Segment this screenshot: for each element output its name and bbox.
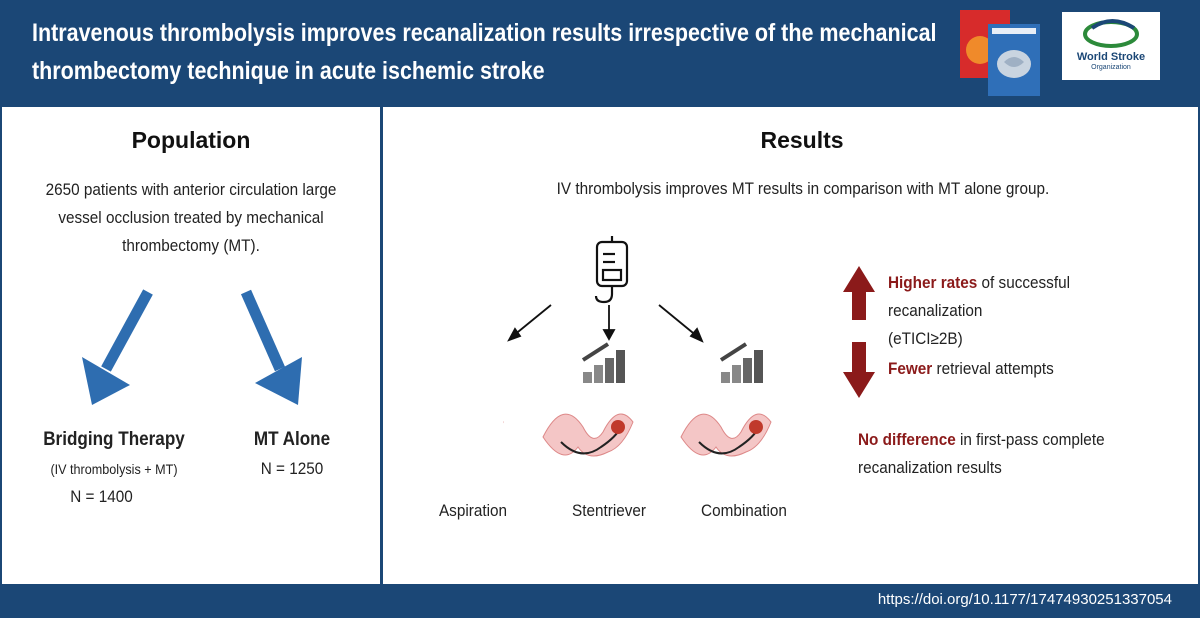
technique-label: Combination bbox=[701, 501, 787, 520]
finding-text: retrieval attempts bbox=[932, 359, 1054, 378]
technique-label: Aspiration bbox=[438, 501, 508, 520]
iv-bag-icon bbox=[594, 236, 629, 304]
population-heading: Population bbox=[131, 127, 251, 153]
group-mt-alone-name: MT Alone bbox=[253, 429, 331, 450]
page-title: Intravenous thrombolysis improves recana… bbox=[32, 14, 937, 90]
finding-emphasis: Fewer bbox=[888, 359, 933, 378]
arrow-right-shaft bbox=[240, 289, 286, 372]
finding-no-difference: No difference in first-pass complete rec… bbox=[858, 426, 1146, 482]
finding-text: recanalization results bbox=[858, 458, 1002, 477]
trend-arrows bbox=[843, 266, 875, 398]
down-arrow-icon bbox=[843, 342, 875, 398]
header-banner: Intravenous thrombolysis improves recana… bbox=[0, 0, 1200, 107]
title-line-2: thrombectomy technique in acute ischemic… bbox=[32, 57, 545, 85]
techniques-diagram bbox=[503, 236, 772, 457]
group-bridging-detail: (IV thrombolysis + MT) bbox=[50, 461, 178, 477]
bar-chart-icon bbox=[581, 342, 625, 383]
population-panel: Population 2650 patients with anterior c… bbox=[2, 107, 380, 584]
results-heading: Results bbox=[760, 127, 844, 153]
technique-label: Stentriever bbox=[572, 501, 646, 520]
wso-logo-subtext: Organization bbox=[1091, 64, 1131, 71]
wso-swirl-icon bbox=[1083, 19, 1139, 48]
branch-arrow-right-head bbox=[689, 327, 704, 343]
title-line-1: Intravenous thrombolysis improves recana… bbox=[32, 19, 937, 47]
group-bridging-n: N = 1400 bbox=[70, 487, 133, 506]
branch-arrow-left bbox=[512, 304, 552, 337]
finding-emphasis: Higher rates bbox=[888, 273, 978, 292]
population-desc-line: vessel occlusion treated by mechanical bbox=[58, 208, 324, 227]
results-panel: Results IV thrombolysis improves MT resu… bbox=[383, 107, 1198, 584]
finding-emphasis: No difference bbox=[858, 430, 956, 449]
finding-text: (eTICI≥2B) bbox=[888, 329, 963, 348]
panel-divider bbox=[380, 107, 383, 584]
population-desc-line: 2650 patients with anterior circulation … bbox=[45, 180, 337, 199]
arrow-right-head bbox=[255, 357, 302, 405]
population-description: 2650 patients with anterior circulation … bbox=[21, 176, 361, 260]
group-bridging-name: Bridging Therapy bbox=[43, 429, 185, 450]
results-summary: IV thrombolysis improves MT results in c… bbox=[556, 179, 1050, 198]
branch-arrow-left-head bbox=[507, 327, 522, 342]
finding-higher-rates: Higher rates of successful recanalizatio… bbox=[888, 269, 1158, 353]
doi-link[interactable]: https://doi.org/10.1177/1747493025133705… bbox=[877, 591, 1172, 608]
vessel-stentriever-icon bbox=[542, 413, 634, 457]
bar-chart-icon bbox=[719, 342, 763, 383]
journal-covers-image bbox=[960, 10, 1040, 96]
branch-arrow-right bbox=[658, 304, 699, 338]
finding-fewer-attempts: Fewer retrieval attempts bbox=[888, 355, 1158, 383]
split-arrows bbox=[82, 289, 302, 405]
population-desc-line: thrombectomy (MT). bbox=[122, 236, 260, 255]
finding-text: of successful recanalization bbox=[888, 273, 1070, 320]
arrow-left-shaft bbox=[101, 289, 153, 372]
up-arrow-icon bbox=[843, 266, 875, 320]
branch-arrow-center-head bbox=[602, 329, 616, 341]
wso-logo: World Stroke Organization bbox=[1062, 12, 1160, 80]
wso-logo-text: World Stroke bbox=[1076, 51, 1146, 63]
finding-text: in first-pass complete bbox=[955, 430, 1105, 449]
branch-arrows bbox=[507, 304, 704, 343]
vessel-combination-icon bbox=[680, 413, 772, 457]
arrow-left-head bbox=[82, 357, 130, 405]
group-mt-alone-n: N = 1250 bbox=[260, 459, 324, 478]
